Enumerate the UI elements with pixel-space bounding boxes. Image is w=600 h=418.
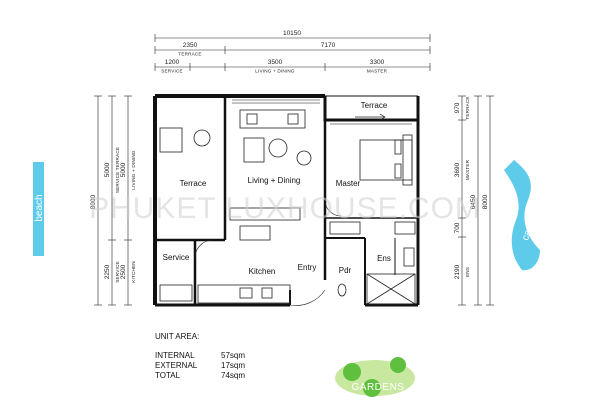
room-terrace-top: Terrace — [361, 101, 388, 110]
door-swings — [194, 199, 342, 306]
terrace-arrow — [355, 113, 386, 121]
unit-area-value: 57sqm — [221, 351, 246, 360]
right-dimensions — [458, 95, 494, 306]
watermark: PHUKET LUXHOUSE.COM — [89, 192, 481, 225]
dim-right-mid: 6450 — [470, 194, 477, 209]
dim-terrace-label: TERRACE — [178, 52, 201, 57]
beach-label: beach — [34, 194, 45, 221]
dim-right-700: 700 — [454, 222, 461, 233]
room-master: Master — [336, 179, 361, 188]
room-service: Service — [163, 253, 190, 262]
gardens-label: GARDENS — [352, 382, 405, 393]
dim-left-mid: 5000 — [104, 162, 111, 177]
dim-left-low: 2250 — [104, 264, 111, 279]
dim-right-master: 3690 — [454, 162, 461, 177]
dim-right-ens-label: ENS — [465, 267, 470, 277]
unit-area-label: EXTERNAL — [155, 361, 198, 370]
dim-left-low-label: SERVICE — [115, 261, 120, 282]
dim-right-top: 970 — [454, 102, 461, 113]
dim-left-inner-label: LIVING + DINING — [131, 150, 136, 190]
dim-right-span: 7170 — [321, 42, 336, 49]
room-terrace-left: Terrace — [180, 179, 207, 188]
room-ens: Ens — [377, 254, 391, 263]
top-dimensions — [154, 34, 431, 71]
dim-left-kitchen-label: KITCHEN — [131, 261, 136, 283]
unit-area-value: 74sqm — [221, 371, 246, 380]
unit-area-value: 17sqm — [221, 361, 246, 370]
unit-area-title: UNIT AREA: — [155, 332, 200, 341]
dim-right-ens: 2190 — [454, 264, 461, 279]
dim-left-total: 8000 — [90, 194, 97, 209]
dim-left-mid-label: SERVICE TERRACE — [115, 147, 120, 193]
dim-right-master-label: MASTER — [465, 159, 470, 180]
room-living: Living + Dining — [248, 176, 301, 185]
dim-right-total: 8000 — [482, 194, 489, 209]
dim-living-width: 3500 — [268, 59, 283, 66]
dim-terrace-width: 2350 — [183, 42, 198, 49]
dim-right-top-label: TERRACE — [465, 96, 470, 119]
beach-water — [33, 162, 44, 256]
bath-fixtures — [329, 221, 416, 305]
room-kitchen: Kitchen — [249, 267, 276, 276]
dim-living-label: LIVING + DINING — [255, 69, 295, 74]
service-fixtures — [159, 284, 193, 302]
dim-master-label: MASTER — [367, 69, 388, 74]
gardens-graphic — [335, 357, 415, 397]
dim-left-kitchen: 2500 — [120, 264, 127, 279]
room-entry: Entry — [298, 263, 317, 272]
canal-water — [504, 160, 540, 271]
exterior-walls — [153, 94, 420, 307]
dim-master-width: 3300 — [370, 59, 385, 66]
unit-area-label: INTERNAL — [155, 351, 195, 360]
dim-left-inner: 5000 — [120, 162, 127, 177]
room-pdr: Pdr — [339, 266, 352, 275]
terrace-furniture — [159, 127, 211, 153]
dim-service-label: SERVICE — [161, 69, 182, 74]
kitchen-counter — [197, 284, 291, 304]
dim-service-width: 1200 — [165, 59, 180, 66]
living-furniture — [229, 109, 312, 241]
left-dimensions — [94, 95, 132, 306]
master-bed — [359, 134, 413, 186]
dim-overall: 10150 — [283, 30, 301, 37]
unit-area-label: TOTAL — [155, 371, 181, 380]
glazing — [232, 99, 412, 125]
